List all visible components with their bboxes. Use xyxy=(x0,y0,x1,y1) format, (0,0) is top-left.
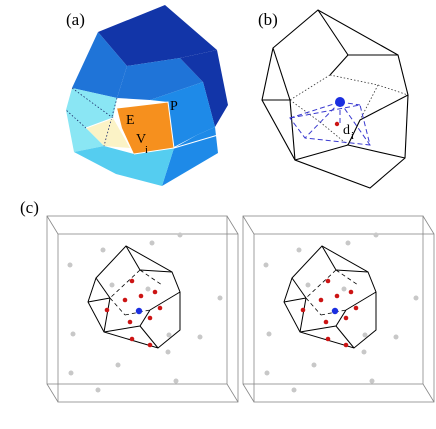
red-point-b xyxy=(334,121,340,127)
panel-a-label: (a) xyxy=(66,10,85,29)
polyhedron-right xyxy=(283,245,377,349)
point-label-V: V xyxy=(136,132,146,147)
panel-b: (b) d i xyxy=(258,9,409,189)
panel-a: (a) E P V i xyxy=(65,5,228,186)
polyhedron-left xyxy=(87,245,181,349)
dotted-edges-b xyxy=(289,74,409,146)
face-upper-middle xyxy=(117,58,203,100)
blue-center-point-left xyxy=(135,307,143,315)
panel-c-left xyxy=(46,215,239,403)
point-label-P: P xyxy=(170,99,178,114)
face-lower-left xyxy=(66,110,104,152)
face-upper-left xyxy=(72,32,127,98)
bounding-box-right xyxy=(242,215,435,403)
face-right xyxy=(180,50,228,127)
face-center-right xyxy=(150,82,215,148)
point-label-d-subscript: i xyxy=(351,130,354,142)
red-points-left xyxy=(104,278,163,348)
face-yellow xyxy=(86,118,130,148)
face-left xyxy=(66,88,117,128)
face-top xyxy=(98,5,217,66)
point-label-V-subscript: i xyxy=(145,144,148,156)
point-label-E: E xyxy=(126,113,135,128)
solid-edges-b xyxy=(261,9,409,189)
panel-b-label: (b) xyxy=(258,10,278,29)
face-orange xyxy=(117,102,174,154)
face-bottom-right xyxy=(162,127,218,186)
gray-points-right xyxy=(263,232,419,393)
face-bottom xyxy=(74,146,174,186)
panel-c-label: (c) xyxy=(20,198,39,217)
blue-center-point-right xyxy=(331,307,339,315)
gray-points-left xyxy=(67,232,223,393)
dotted-edges-a xyxy=(65,87,118,147)
white-edges-a xyxy=(85,101,219,155)
blue-center-point-b xyxy=(335,97,345,107)
panel-c-right xyxy=(242,215,435,403)
bounding-box-left xyxy=(46,215,239,403)
hidden-edges-right xyxy=(305,269,359,316)
dashed-tetrahedron-b xyxy=(289,101,371,146)
red-points-right xyxy=(300,278,359,348)
point-label-d: d xyxy=(343,123,350,138)
hidden-edges-left xyxy=(109,269,163,316)
